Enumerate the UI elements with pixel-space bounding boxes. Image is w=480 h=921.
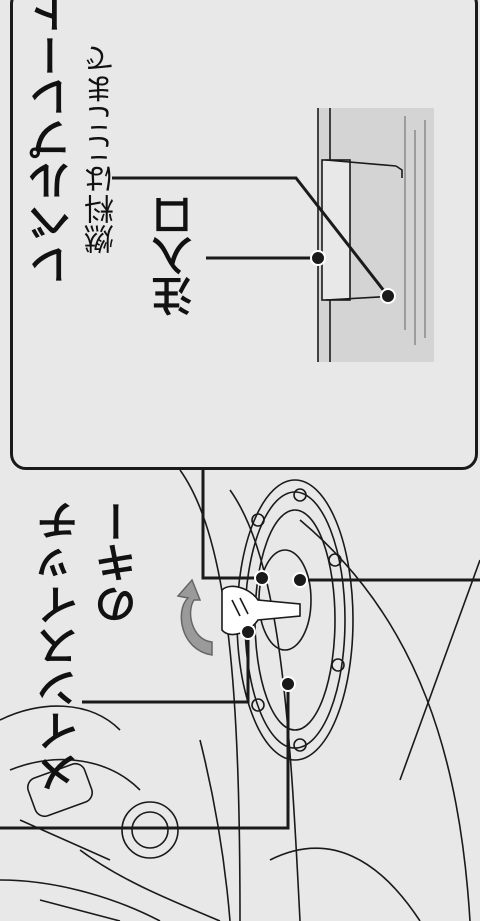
leader-dots-lower (240, 570, 308, 692)
main-switch-key-label-line1: メインスイッチ (36, 500, 85, 794)
tank-illustration (0, 469, 480, 921)
turn-arrow-icon (176, 578, 213, 656)
leader-lines-lower (0, 470, 480, 830)
main-switch-key-label-line2: のキー (94, 500, 143, 626)
filler-inlet-label: 注入口 (153, 196, 199, 316)
fuel-limit-label: 燃料はここまで (85, 44, 120, 254)
level-plate-label: レベルプレート (28, 0, 77, 286)
